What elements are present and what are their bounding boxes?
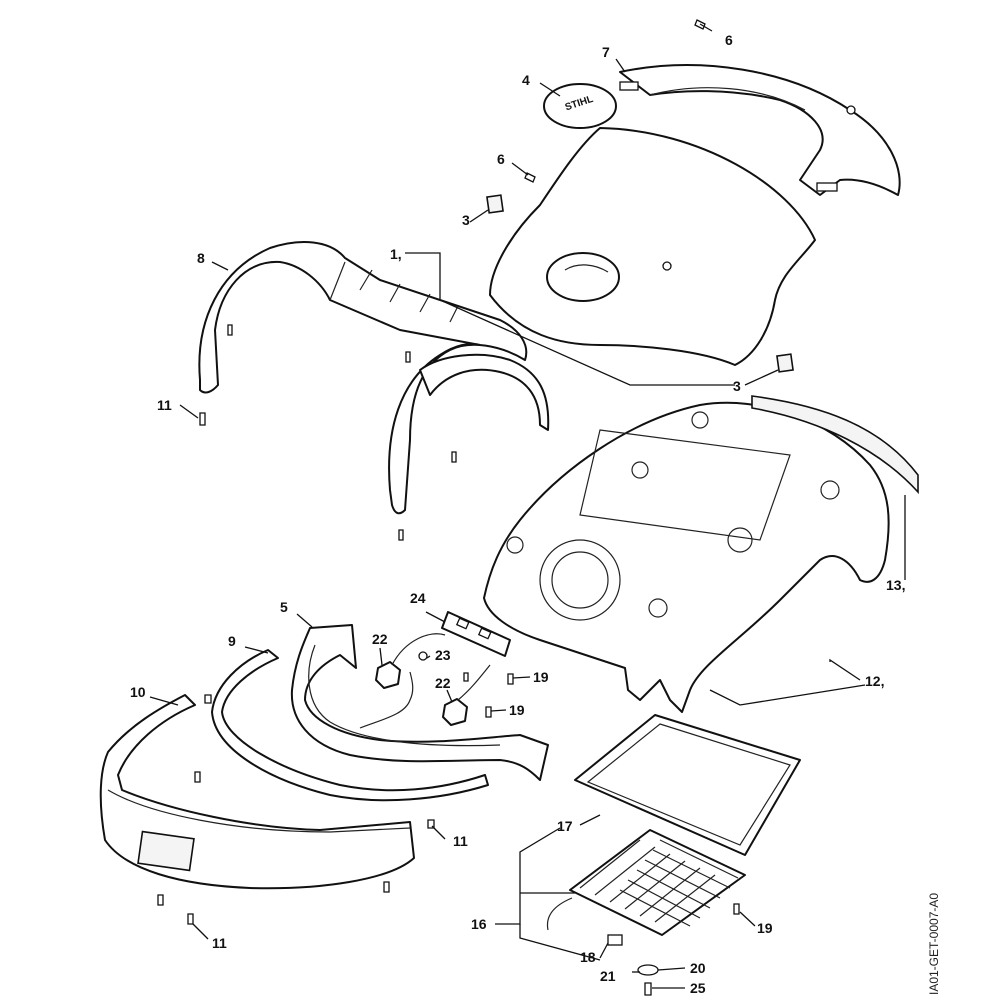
part-7-handle [619,64,901,196]
part-8-fender-frame [198,241,528,515]
clip-icon [816,182,838,192]
callout-3: 3 [462,212,470,228]
callout-10: 10 [130,684,146,700]
callout-4: 4 [522,72,530,88]
cover-opening [546,252,620,302]
rear-fender-arch [419,353,550,431]
screw-icon [507,673,514,685]
callout-9: 9 [228,633,236,649]
screw-icon [405,351,411,363]
screw-icon [157,894,164,906]
cutter-opening [539,539,621,621]
part-4-logo-badge [543,83,617,129]
callout-6: 6 [725,32,733,48]
screw-icon [846,105,856,115]
front-label-plate [137,830,195,872]
screw-icon [204,694,212,704]
part-12-main-housing [483,401,890,713]
part-3-label-patch [486,194,504,214]
sensor-cable [391,633,446,666]
part-18-grommet [607,934,623,946]
callout-18: 18 [580,949,596,965]
callout-17: 17 [557,818,573,834]
part-5-bumper-frame [290,624,549,781]
callout-12: 12, [865,673,884,689]
housing-opening [579,429,791,541]
part-1-top-cover [489,127,816,366]
base-cable [546,897,573,931]
callout-19: 19 [533,669,549,685]
part-3-label-patch [776,353,794,373]
callout-11: 11 [212,935,227,951]
callout-16: 16 [471,916,487,932]
callout-13: 13, [886,577,905,593]
part-20-washer [637,964,659,976]
callout-7: 7 [602,44,610,60]
callout-24: 24 [410,590,426,606]
screw-icon [199,412,206,426]
screw-icon [733,903,740,915]
sensor-cable [359,671,414,729]
screw-icon [227,324,233,336]
part-22-sensor [375,661,401,689]
callout-19: 19 [757,920,773,936]
callout-19: 19 [509,702,525,718]
callout-5: 5 [280,599,288,615]
callout-22: 22 [435,675,451,691]
callout-11: 11 [453,833,468,849]
clip-icon [619,81,639,91]
leader-lines [149,23,906,989]
screw-icon [187,913,194,925]
part-22-sensor [442,698,468,726]
screw-icon [383,881,390,893]
screw-icon [194,771,201,783]
callout-8: 8 [197,250,205,266]
screw-icon [418,651,428,661]
callout-labels: 6 7 4 6 3 1, 3 8 11 5 9 10 11 11 24 22 2… [130,32,905,996]
screw-icon [662,261,672,271]
callout-22: 22 [372,631,388,647]
part-17-gasket [574,714,801,856]
callout-6: 6 [497,151,505,167]
document-id: IA01-GET-0007-A0 [927,893,941,995]
screw-icon [463,672,469,682]
callout-3: 3 [733,378,741,394]
callout-20: 20 [690,960,706,976]
callout-21: 21 [600,968,616,984]
callout-23: 23 [435,647,451,663]
screw-icon [485,706,492,718]
screw-icon [398,529,404,541]
part-13-rear-strip [751,395,919,495]
callout-11: 11 [157,397,172,413]
screw-icon [644,982,652,996]
callout-1: 1, [390,246,402,262]
sensor-cable [457,664,491,701]
base-plate-grid [579,839,739,927]
screw-icon [451,451,457,463]
part-9-rubber-strip [211,649,489,802]
callout-25: 25 [690,980,706,996]
